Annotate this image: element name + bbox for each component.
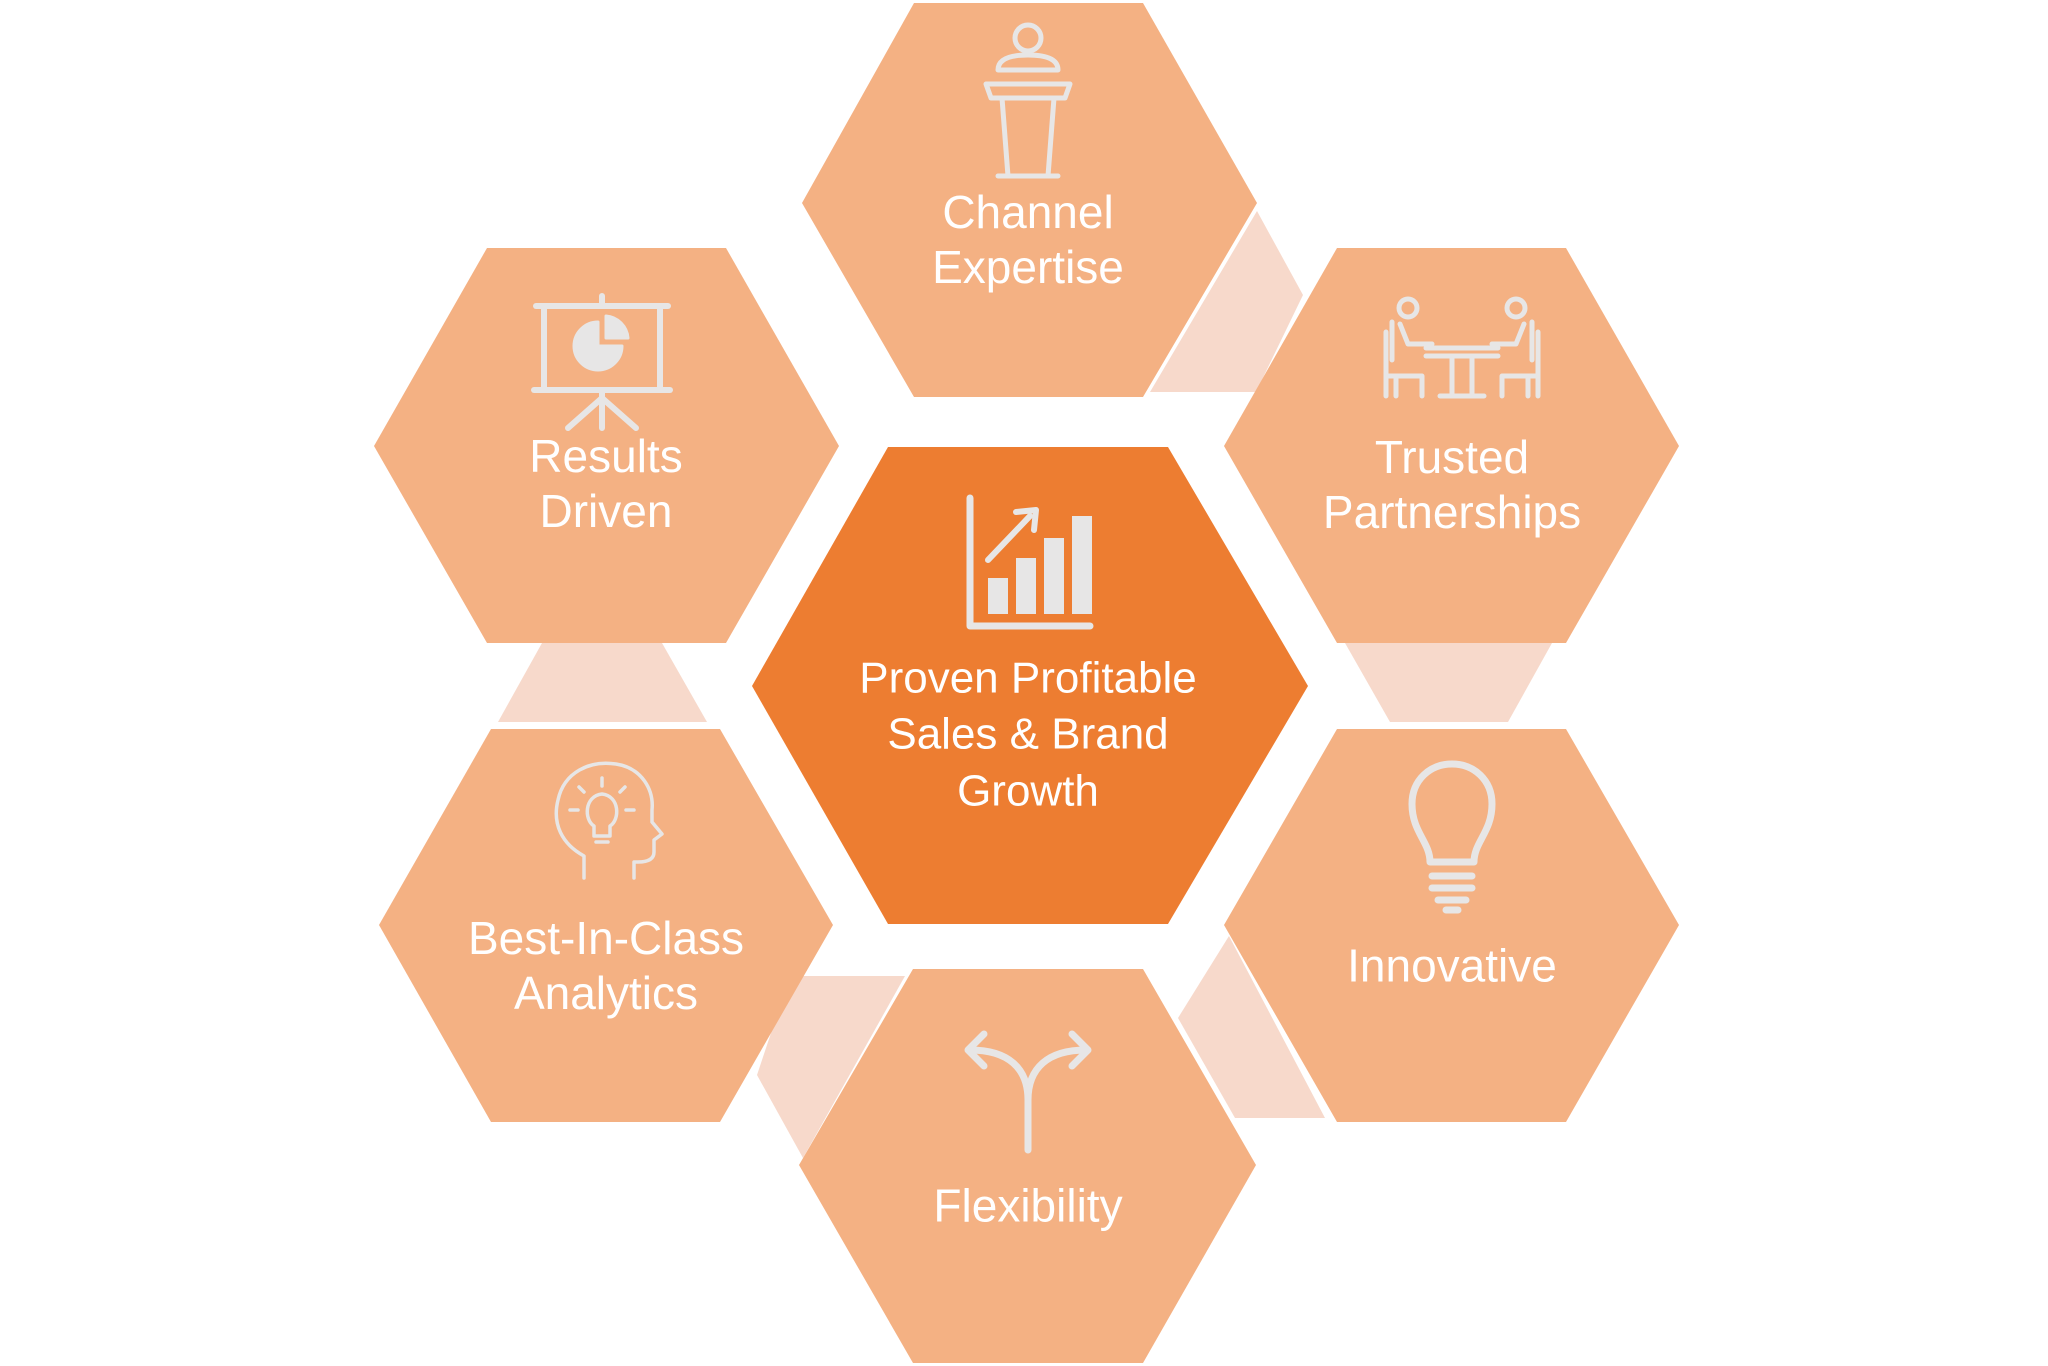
center-label-line-2: Sales & Brand — [887, 709, 1169, 759]
head-lightbulb-icon — [554, 761, 664, 880]
label-line: Partnerships — [1322, 486, 1582, 538]
label-line: Results — [529, 429, 683, 482]
connector-trusted-innovative — [1345, 643, 1552, 722]
hexagon-best-in-class-analytics — [379, 729, 833, 1122]
connector-innovative-flexibility — [1178, 936, 1325, 1118]
label-line: Driven — [539, 485, 673, 537]
connector-flexibility-analytics — [757, 976, 905, 1158]
hexagon-innovative — [1224, 729, 1679, 1122]
outer-hexagons — [374, 3, 1679, 1363]
center-label: Proven Profitable Sales & Brand Growth — [859, 651, 1197, 820]
presentation-board-icon — [531, 293, 673, 431]
bar-chart-growth-icon — [966, 494, 1094, 630]
label-best-in-class-analytics: Best-In-Class Analytics — [468, 911, 744, 1021]
hexagon-trusted-partnerships — [1224, 248, 1679, 643]
label-line: Channel — [942, 185, 1114, 238]
icons — [531, 22, 1541, 1154]
center-label-line-1: Proven Profitable — [859, 653, 1197, 703]
hexagon-channel-expertise — [802, 3, 1257, 397]
split-arrows-icon — [964, 1030, 1092, 1154]
label-line: Flexibility — [933, 1179, 1123, 1232]
label-trusted-partnerships: Trusted Partnerships — [1323, 430, 1581, 540]
label-line: Analytics — [513, 967, 699, 1019]
hexagon-flexibility — [799, 969, 1256, 1363]
connectors — [498, 211, 1552, 1158]
center-label-line-3: Growth — [957, 766, 1099, 816]
label-innovative: Innovative — [1347, 938, 1557, 993]
label-results-driven: Results Driven — [529, 429, 682, 539]
lightbulb-icon — [1408, 760, 1496, 914]
label-channel-expertise: Channel Expertise — [932, 185, 1124, 295]
hexagon-results-driven — [374, 248, 839, 643]
label-line: Best-In-Class — [467, 911, 745, 964]
hexagon-center — [752, 447, 1308, 924]
label-flexibility: Flexibility — [933, 1178, 1122, 1233]
speaker-podium-icon — [983, 22, 1073, 179]
connector-channel-trusted — [1150, 211, 1303, 392]
label-line: Innovative — [1347, 939, 1557, 992]
connector-analytics-results — [498, 643, 707, 722]
label-line: Trusted — [1374, 430, 1530, 483]
label-line: Expertise — [932, 241, 1124, 293]
meeting-table-icon — [1383, 296, 1541, 399]
